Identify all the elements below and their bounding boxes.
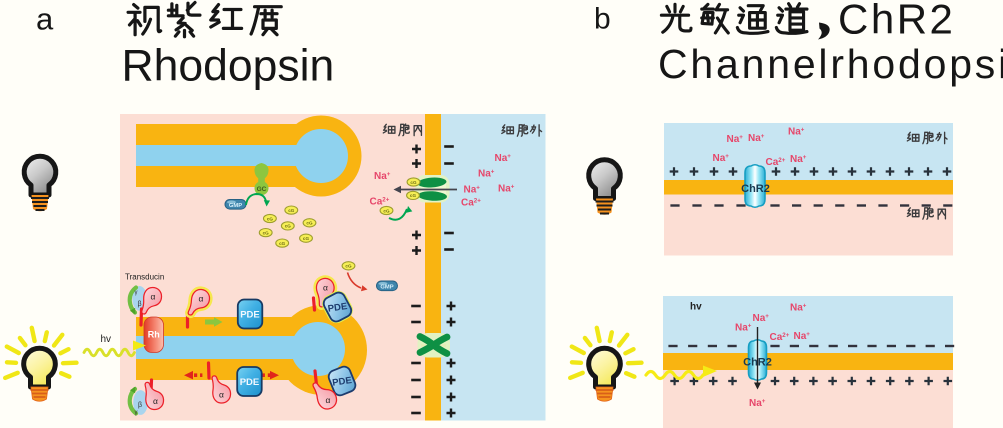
svg-text:Na+: Na+: [788, 126, 805, 137]
svg-text:β: β: [138, 301, 142, 308]
svg-text:Na+: Na+: [735, 322, 752, 333]
svg-text:γ: γ: [135, 290, 138, 296]
svg-text:Na+: Na+: [374, 171, 391, 182]
svg-text:cG: cG: [288, 208, 295, 213]
svg-text:α: α: [219, 390, 224, 400]
svg-text:Rh: Rh: [148, 330, 160, 340]
svg-text:ChR2: ChR2: [838, 0, 955, 43]
svg-text:Channelrhodopsin: Channelrhodopsin: [658, 41, 1003, 87]
svg-text:α: α: [199, 294, 204, 304]
svg-text:Na+: Na+: [748, 133, 765, 144]
svg-text:cG: cG: [263, 230, 270, 235]
svg-text:Ca2+: Ca2+: [766, 157, 786, 168]
svg-text:cG: cG: [303, 236, 310, 241]
svg-text:Na+: Na+: [478, 168, 495, 179]
svg-text:cG: cG: [279, 241, 286, 246]
svg-text:Na+: Na+: [794, 331, 811, 342]
svg-text:cG: cG: [285, 224, 292, 229]
svg-text:PDE: PDE: [327, 301, 348, 315]
svg-text:Na+: Na+: [498, 183, 515, 194]
svg-text:Ca2+: Ca2+: [770, 332, 790, 343]
svg-text:Na+: Na+: [790, 154, 807, 165]
svg-text:cG: cG: [410, 180, 417, 185]
svg-text:Rhodopsin: Rhodopsin: [122, 42, 335, 91]
svg-text:Na+: Na+: [464, 184, 481, 195]
svg-text:ChR2: ChR2: [743, 357, 772, 369]
svg-text:GMP: GMP: [229, 203, 242, 209]
svg-text:b: b: [594, 3, 611, 36]
svg-text:α: α: [151, 292, 156, 302]
svg-text:α: α: [153, 396, 158, 406]
svg-text:Ca2+: Ca2+: [461, 197, 481, 208]
svg-text:a: a: [36, 2, 54, 37]
svg-text:GC: GC: [257, 186, 267, 193]
svg-text:PDE: PDE: [240, 377, 260, 388]
svg-text:cG: cG: [345, 264, 352, 269]
svg-text:α: α: [323, 283, 328, 293]
svg-text:Na+: Na+: [495, 153, 512, 164]
svg-text:Ca2+: Ca2+: [370, 196, 390, 207]
svg-text:cG: cG: [306, 221, 313, 226]
svg-text:Na+: Na+: [753, 313, 770, 324]
svg-text:Na+: Na+: [749, 398, 766, 409]
svg-text:PDE: PDE: [332, 375, 353, 389]
svg-text:β: β: [138, 402, 142, 409]
svg-text:cG: cG: [410, 193, 417, 198]
svg-text:γ: γ: [135, 410, 138, 416]
svg-text:Na+: Na+: [790, 302, 807, 313]
svg-text:hv: hv: [101, 334, 112, 345]
svg-text:cG: cG: [383, 208, 390, 213]
svg-text:cG: cG: [267, 216, 274, 221]
svg-text:Na+: Na+: [727, 134, 744, 145]
svg-text:hv: hv: [690, 302, 702, 313]
svg-text:ChR2: ChR2: [741, 183, 770, 195]
svg-text:GMP: GMP: [380, 284, 393, 290]
svg-text:Transducin: Transducin: [125, 273, 164, 282]
svg-text:PDE: PDE: [240, 309, 260, 320]
svg-text:α: α: [326, 395, 331, 405]
svg-text:Na+: Na+: [713, 153, 730, 164]
